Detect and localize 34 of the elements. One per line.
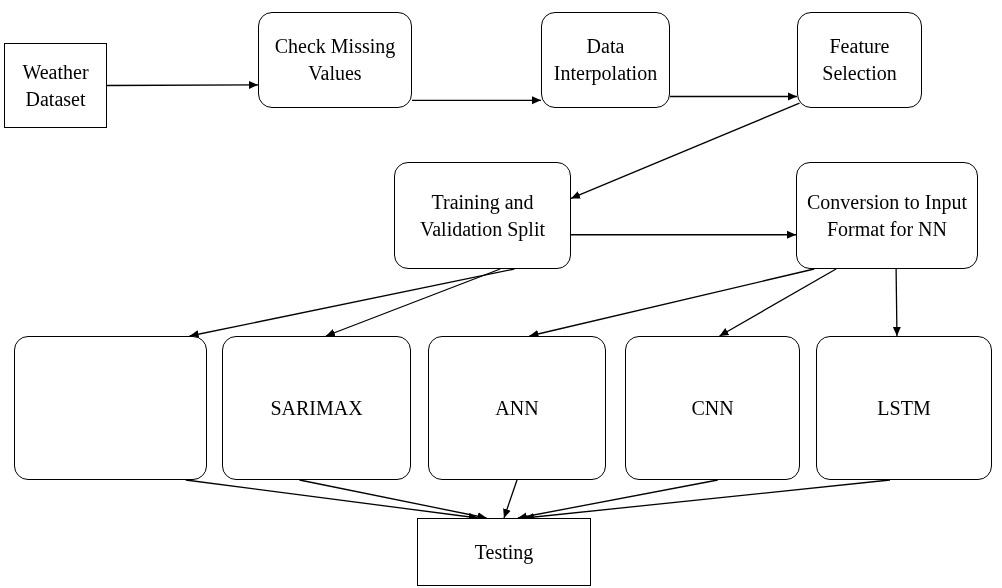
arrow [325, 268, 501, 337]
box-label: Weather Dataset [21, 59, 90, 112]
data-box [4, 43, 107, 128]
process-box [541, 12, 670, 108]
box-label: Feature Selection [821, 34, 898, 86]
box-label: Testing [474, 539, 534, 566]
box-label: SARIMAX [270, 395, 363, 421]
box-label: Training and Validation Split [419, 189, 546, 243]
arrow [669, 92, 798, 101]
process-box [222, 336, 411, 480]
process-box [258, 12, 412, 108]
arrow [106, 81, 259, 89]
process-box [394, 162, 571, 269]
arrow [570, 230, 797, 239]
data-box [417, 518, 591, 586]
arrow [892, 268, 901, 337]
arrow [411, 96, 542, 105]
box-label: ANN [495, 395, 539, 421]
process-box [625, 336, 800, 480]
arrow [570, 102, 801, 200]
arrow [718, 268, 837, 337]
process-box [796, 162, 978, 269]
arrow [528, 268, 815, 338]
process-box [797, 12, 922, 108]
process-box [428, 336, 606, 480]
box-label: CNN [691, 395, 734, 421]
box-label: Check Missing Values [273, 34, 397, 86]
arrow [503, 479, 518, 519]
box-label: Data Interpolation [552, 34, 659, 87]
arrow [189, 268, 515, 339]
box-label: Conversion to Input Format for NN [806, 189, 968, 242]
box-label: LSTM [877, 395, 931, 421]
process-box [14, 336, 207, 480]
process-box [816, 336, 992, 480]
